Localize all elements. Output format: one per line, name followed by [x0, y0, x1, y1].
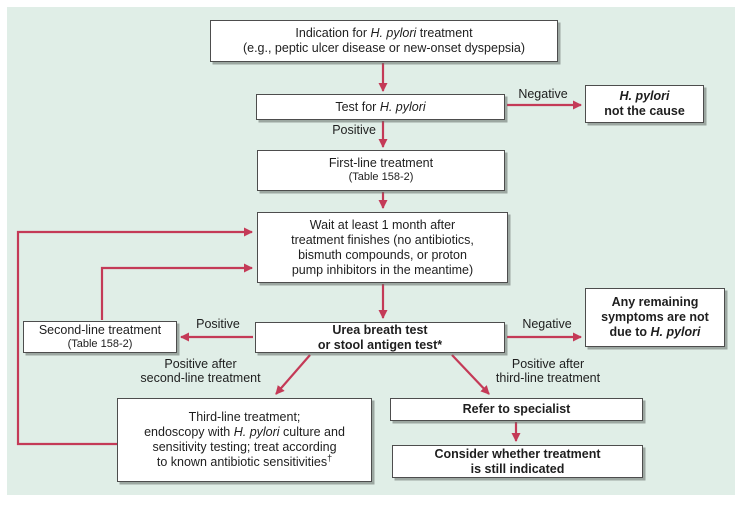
edge-label-positive-after-third-line: Positive after third-line treatment: [468, 357, 628, 386]
node-consider-whether-treatment-indicated: Consider whether treatment is still indi…: [392, 445, 643, 478]
node-urea-breath-or-stool-antigen-test: Urea breath test or stool antigen test*: [255, 322, 505, 353]
node-wait-line1: Wait at least 1 month after: [309, 217, 456, 232]
node-consider-line1: Consider whether treatment: [434, 446, 601, 461]
node-h-pylori-not-the-cause: H. pylori not the cause: [585, 85, 704, 123]
node-indication-line1: Indication for H. pylori treatment: [295, 26, 473, 40]
node-third-line-line2: endoscopy with H. pylori culture and: [144, 425, 345, 439]
edge-label-positive-after-second-line: Positive after second-line treatment: [118, 357, 283, 386]
node-test-for-h-pylori: Test for H. pylori: [256, 94, 505, 120]
edge-label-positive-left: Positive: [196, 317, 240, 331]
node-wait-one-month: Wait at least 1 month after treatment fi…: [257, 212, 508, 283]
node-third-line-line1: Third-line treatment;: [188, 410, 301, 424]
edge-label-positive-after-third-line-2: third-line treatment: [495, 371, 601, 386]
node-any-remaining-line2: symptoms are not: [601, 310, 709, 324]
node-symptoms-not-due-to-h-pylori: Any remaining symptoms are not due to H.…: [585, 288, 725, 347]
node-wait-line2: treatment finishes (no antibiotics,: [291, 232, 474, 247]
edge-label-positive-after-third-line-1: Positive after: [511, 357, 585, 371]
node-not-cause-line2: not the cause: [604, 104, 685, 118]
node-second-line-table-ref: (Table 158-2): [67, 337, 133, 350]
edge-label-negative-top: Negative: [518, 87, 568, 101]
edge-label-positive-top: Positive: [332, 123, 376, 137]
node-first-line-label: First-line treatment: [328, 156, 434, 171]
node-refer-label: Refer to specialist: [462, 402, 571, 416]
node-any-remaining-line3: due to H. pylori: [609, 325, 701, 339]
node-consider-line2: is still indicated: [470, 461, 565, 476]
node-first-line-treatment: First-line treatment (Table 158-2): [257, 150, 505, 191]
node-second-line-label: Second-line treatment: [38, 322, 162, 337]
node-third-line-line4: to known antibiotic sensitivities†: [156, 452, 333, 469]
node-any-remaining-line1: Any remaining: [611, 295, 699, 309]
node-urea-line2: or stool antigen test*: [317, 337, 443, 352]
node-wait-line4: pump inhibitors in the meantime): [291, 262, 474, 277]
edge-label-positive-after-second-line-2: second-line treatment: [140, 371, 261, 386]
edge-label-negative-right: Negative: [522, 317, 572, 331]
node-third-line-treatment: Third-line treatment; endoscopy with H. …: [117, 398, 372, 482]
node-first-line-table-ref: (Table 158-2): [348, 171, 414, 184]
node-indication: Indication for H. pylori treatment (e.g.…: [210, 20, 558, 62]
edge-label-positive-after-second-line-1: Positive after: [164, 357, 237, 371]
node-urea-line1: Urea breath test: [332, 322, 428, 337]
node-not-cause-line1: H. pylori: [619, 89, 670, 103]
node-third-line-line3: sensitivity testing; treat according: [152, 440, 337, 454]
node-indication-line2: (e.g., peptic ulcer disease or new-onset…: [242, 41, 526, 55]
dagger-footnote-mark: †: [327, 452, 333, 463]
node-test-label: Test for H. pylori: [335, 99, 426, 114]
node-second-line-treatment: Second-line treatment (Table 158-2): [23, 321, 177, 353]
node-refer-to-specialist: Refer to specialist: [390, 398, 643, 421]
node-wait-line3: bismuth compounds, or proton: [298, 247, 467, 262]
